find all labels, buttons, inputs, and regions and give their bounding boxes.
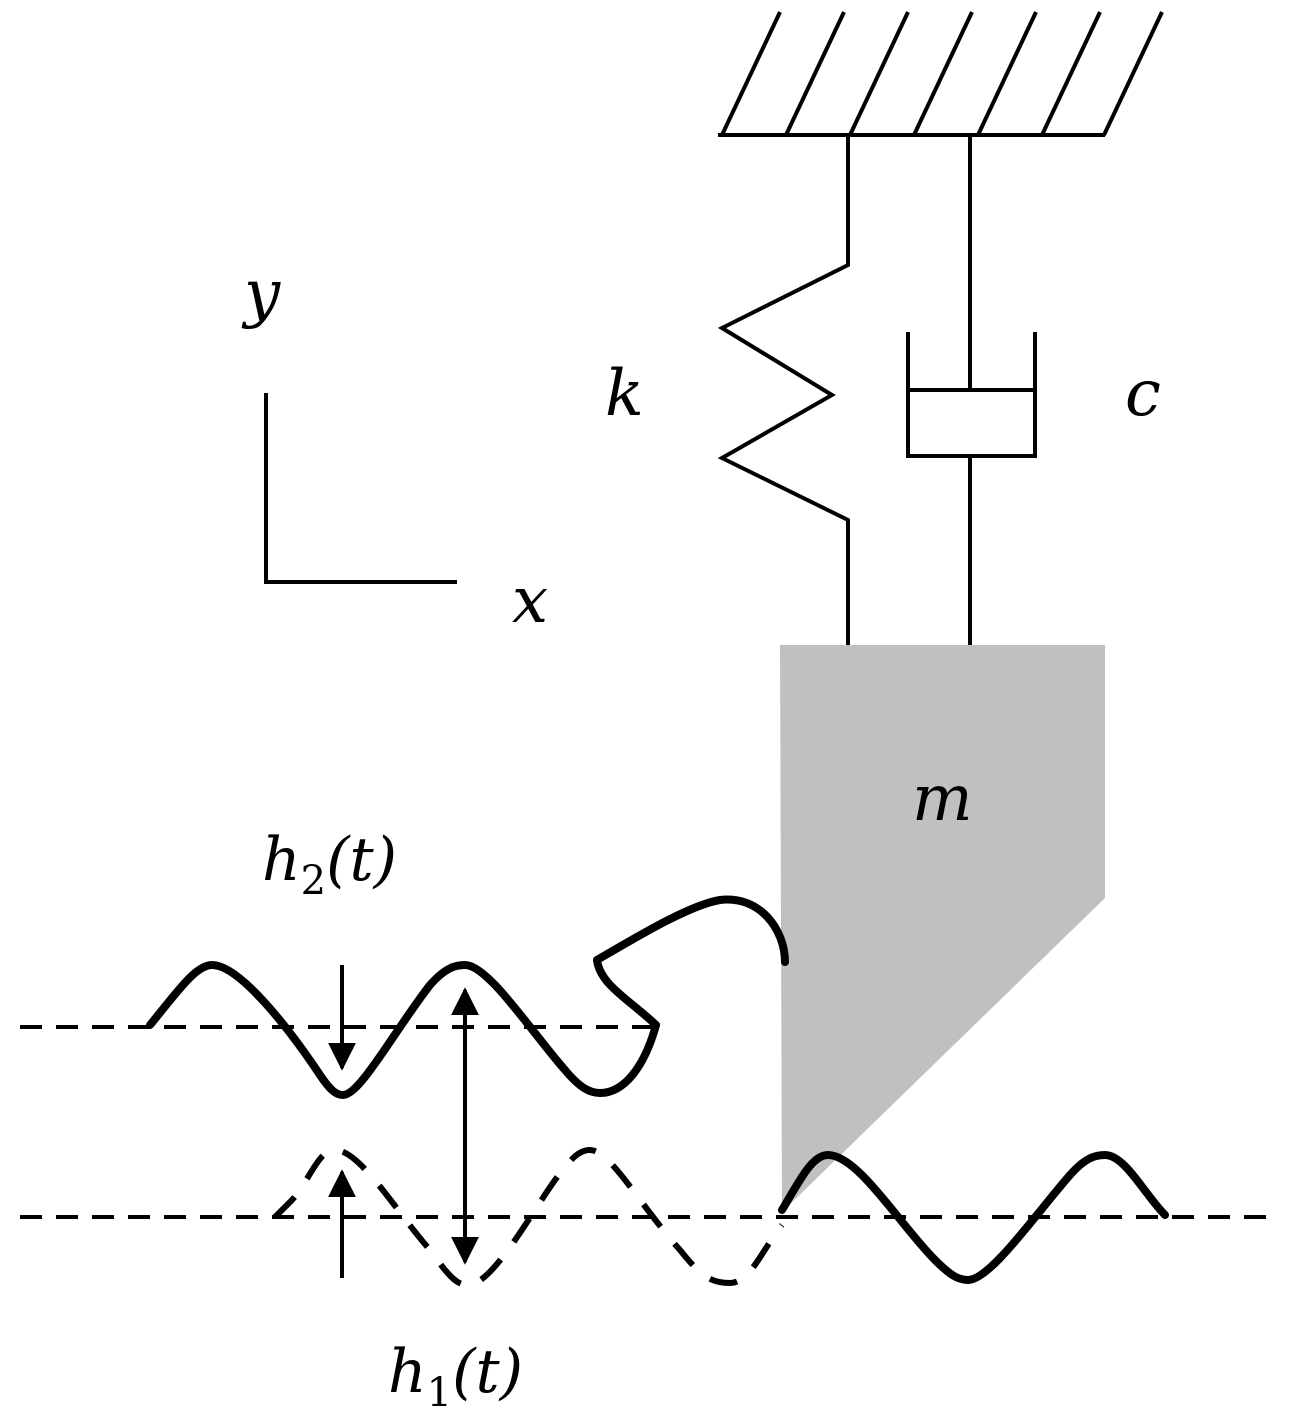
support-hatching — [720, 11, 1164, 136]
h1-label: h1(t) — [388, 1337, 523, 1416]
coordinate-axes — [264, 393, 457, 584]
mass-label: m — [912, 762, 973, 836]
chip-root — [593, 956, 660, 1029]
spring-k — [717, 135, 850, 648]
spring-label: k — [605, 357, 644, 431]
x-axis-label: x — [512, 564, 548, 638]
chip — [593, 895, 789, 966]
y-axis-label: y — [241, 257, 281, 331]
mass-tool — [780, 645, 1105, 1212]
fixed-support — [718, 11, 1164, 137]
current-surface-wave — [146, 961, 660, 1099]
damper-c — [906, 135, 1037, 648]
machined-surface-wave — [778, 1151, 1169, 1284]
damper-label: c — [1125, 357, 1161, 431]
previous-surface-wave — [272, 1146, 785, 1289]
h2-label: h2(t) — [262, 825, 397, 904]
